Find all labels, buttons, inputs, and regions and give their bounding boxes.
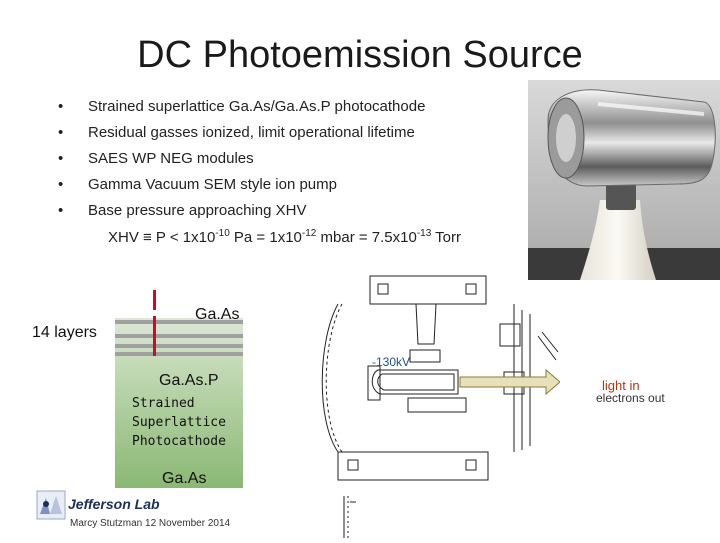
lab-name: Jefferson Lab [68, 496, 160, 512]
bullet-marker: • [58, 176, 64, 193]
slide-title: DC Photoemission Source [137, 34, 583, 76]
bullet-item: • Residual gasses ionized, limit operatio… [58, 124, 415, 141]
bullet-text: Gamma Vacuum SEM style ion pump [88, 176, 337, 193]
gaasp-label: Ga.As.P [159, 372, 219, 389]
gaas-substrate-label: Ga.As [162, 470, 207, 487]
layer-count-label: 14 layers [32, 324, 97, 341]
xhv-exponent: -12 [301, 228, 317, 239]
xhv-prefix: XHV ≡ P < 1x10 [108, 229, 216, 246]
bullet-item: • Strained superlattice Ga.As/Ga.As.P pho… [58, 98, 425, 115]
photocathode-layer-stack: Ga.As Ga.As.P Strained Superlattice Phot… [115, 290, 243, 488]
bullet-marker: • [58, 150, 64, 167]
gun-schematic-drawing [321, 275, 561, 538]
xhv-exponent: -10 [215, 228, 230, 239]
layer-stack-drawing [115, 290, 243, 488]
gaas-top-label: Ga.As [195, 306, 240, 323]
xhv-exponent: -13 [416, 228, 432, 239]
xhv-part: mbar = 7.5x10 [316, 229, 417, 246]
bullet-item: • SAES WP NEG modules [58, 150, 254, 167]
bullet-text: SAES WP NEG modules [88, 150, 254, 167]
bullet-text: Residual gasses ionized, limit operation… [88, 124, 415, 141]
bullet-marker: • [58, 202, 64, 219]
gun-schematic [290, 270, 561, 538]
xhv-suffix: Torr [431, 229, 462, 246]
bullet-text: Base pressure approaching XHV [88, 202, 307, 219]
bullet-item: • Base pressure approaching XHV [58, 202, 306, 219]
voltage-label: -130kV [372, 355, 411, 369]
footer-credit: Marcy Stutzman 12 November 2014 [70, 518, 231, 529]
bullet-marker: • [58, 98, 64, 115]
electrons-out-label: electrons out [596, 391, 665, 405]
jefferson-lab-logo-icon [36, 490, 66, 520]
electrode-photo [528, 80, 720, 280]
bullet-item: • Gamma Vacuum SEM style ion pump [58, 176, 337, 193]
light-in-label: light in [602, 378, 640, 393]
electrode-photo-drawing [528, 80, 720, 280]
superlattice-description: Strained Superlattice Photocathode [132, 396, 226, 449]
bullet-marker: • [58, 124, 64, 141]
xhv-definition: XHV ≡ P < 1x10-10 Pa = 1x10-12 mbar = 7.… [108, 228, 461, 246]
bullet-text: Strained superlattice Ga.As/Ga.As.P phot… [88, 98, 426, 115]
jlab-logo-drawing [36, 490, 66, 520]
xhv-part: Pa = 1x10 [229, 229, 302, 246]
